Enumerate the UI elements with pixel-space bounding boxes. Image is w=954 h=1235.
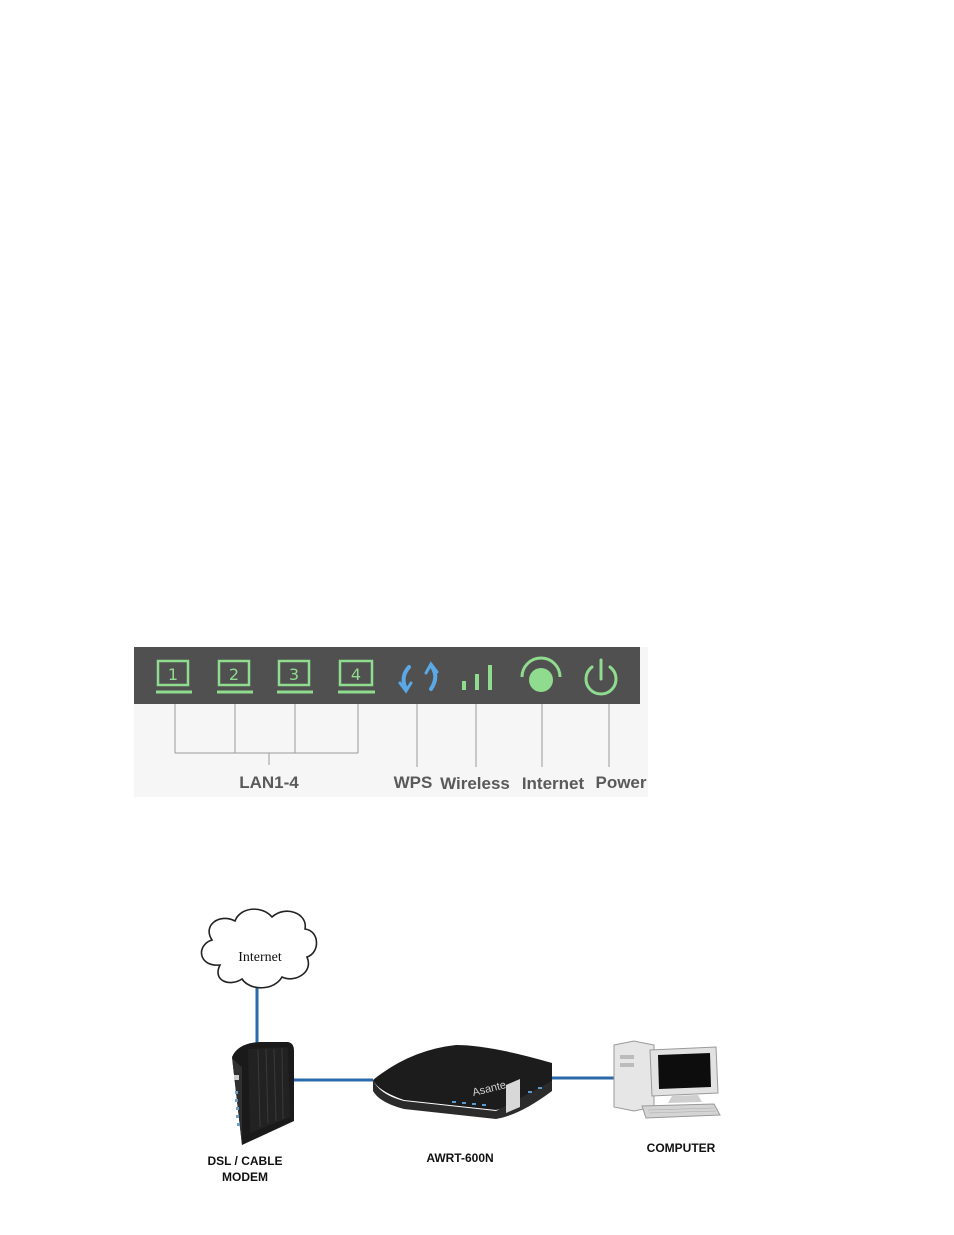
internet-label: Internet [522, 774, 585, 793]
modem-label: DSL / CABLE MODEM [190, 1153, 300, 1185]
lan3-led-number: 3 [289, 665, 299, 684]
network-cables [255, 987, 614, 1082]
lan4-led-number: 4 [351, 665, 361, 684]
lan3-led-icon: 3 [277, 659, 313, 694]
power-label: Power [595, 773, 646, 792]
lan4-led-icon: 4 [338, 659, 375, 694]
lan1-led-icon: 1 [156, 659, 192, 694]
lan2-led-icon: 2 [217, 659, 253, 694]
led-panel-svg: 1 2 3 4 [134, 647, 647, 793]
router-label: AWRT-600N [426, 1151, 494, 1165]
computer-label: COMPUTER [646, 1141, 716, 1155]
wireless-led-icon [462, 665, 492, 690]
router-icon: Asante [373, 1045, 552, 1119]
internet-cloud-icon: Internet [200, 908, 318, 989]
lan2-led-number: 2 [229, 665, 239, 684]
topology-svg: Internet [200, 908, 721, 1145]
computer-icon [613, 1040, 721, 1119]
lan-label: LAN1-4 [239, 773, 299, 792]
modem-label-line-1: DSL / CABLE [207, 1154, 283, 1168]
lan1-led-number: 1 [168, 665, 178, 684]
modem-label-line-2: MODEM [222, 1170, 268, 1184]
modem-icon [232, 1042, 294, 1145]
wireless-label: Wireless [440, 774, 510, 793]
wps-label: WPS [394, 773, 433, 792]
led-panel-diagram: 1 2 3 4 [134, 647, 648, 797]
internet-led-icon [520, 656, 562, 692]
network-topology-diagram: Internet [190, 895, 750, 1195]
wps-led-icon [398, 661, 439, 694]
label-connector-lines [174, 704, 610, 767]
cloud-label: Internet [238, 950, 282, 965]
led-strip [134, 647, 640, 704]
power-led-icon [584, 658, 618, 696]
